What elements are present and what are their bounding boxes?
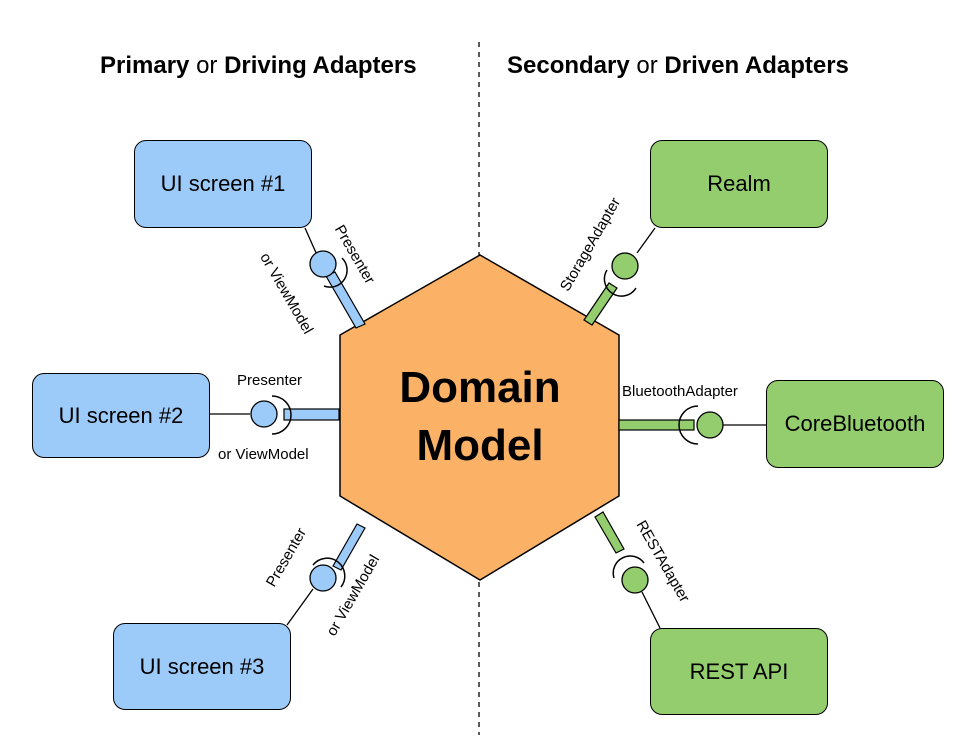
- screen2-viewmodel-label: or ViewModel: [218, 446, 309, 463]
- screen2-presenter-label: Presenter: [237, 372, 303, 389]
- domain-title-line2: Model: [416, 421, 544, 470]
- heading-right-strong2: Driven Adapters: [664, 52, 849, 79]
- heading-right-plain: or: [636, 52, 658, 79]
- connector-screen1: [304, 227, 366, 329]
- port-circle-bluetooth: [696, 411, 724, 439]
- port-circle-rest: [621, 566, 649, 594]
- connector-bluetooth: [618, 405, 766, 445]
- ui-screen-3-box: UI screen #3: [113, 623, 291, 710]
- ui-screen-2-box: UI screen #2: [32, 373, 210, 458]
- connector-rest: [594, 511, 661, 629]
- heading-left-strong1: Primary: [100, 52, 190, 79]
- realm-box: Realm: [650, 140, 828, 228]
- connector-realm: [583, 227, 656, 326]
- ui-screen-1-box: UI screen #1: [134, 140, 312, 228]
- port-circle-realm: [611, 252, 639, 280]
- connector-screen3: [286, 523, 366, 626]
- heading-left-strong2: Driving Adapters: [224, 52, 417, 79]
- rest-api-box: REST API: [650, 628, 828, 715]
- port-circle-screen1: [309, 250, 337, 278]
- heading-left-plain: or: [196, 52, 218, 79]
- connector-screen2: [210, 395, 340, 435]
- bluetooth-adapter-label: BluetoothAdapter: [622, 383, 738, 400]
- secondary-adapters-heading: Secondary or Driven Adapters: [507, 52, 849, 80]
- port-circle-screen3: [309, 564, 337, 592]
- corebluetooth-box: CoreBluetooth: [766, 380, 944, 468]
- port-circle-screen2: [250, 400, 278, 428]
- primary-adapters-heading: Primary or Driving Adapters: [100, 52, 417, 80]
- heading-right-strong1: Secondary: [507, 52, 630, 79]
- domain-hexagon: [339, 254, 620, 581]
- domain-title-line1: Domain: [399, 363, 561, 412]
